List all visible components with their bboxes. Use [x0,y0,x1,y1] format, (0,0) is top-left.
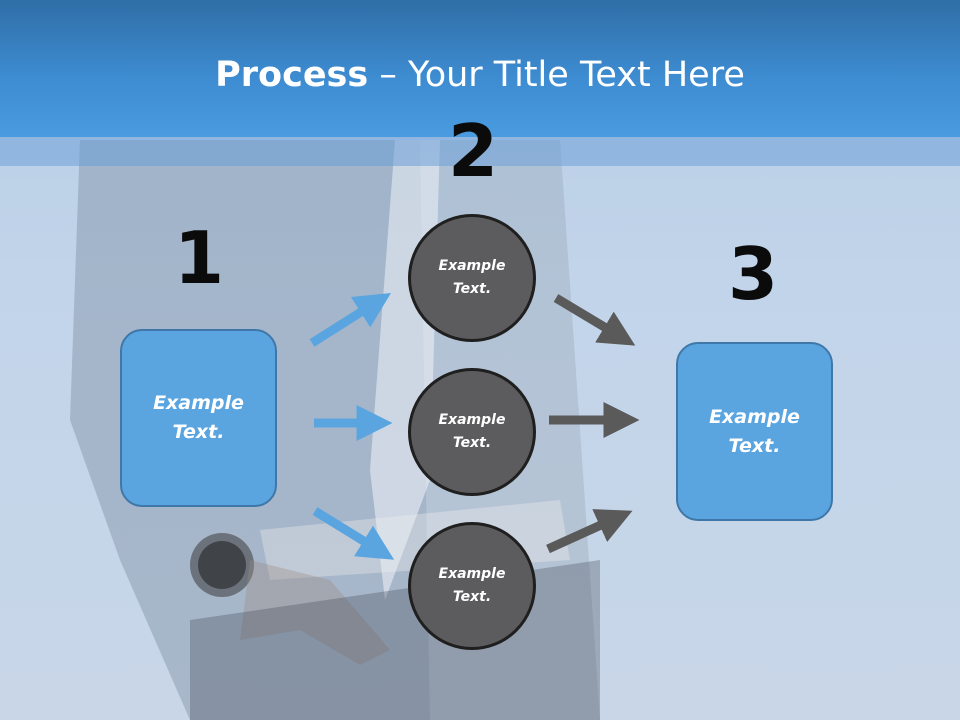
title-strip [0,137,960,166]
step-2-circle-top-text: Example Text. [438,258,506,297]
arrow-blue-up [309,292,392,347]
step-1-box: Example Text. [120,329,277,507]
step-3-box: Example Text. [676,342,833,521]
arrow-gray-down [553,294,636,346]
step-2-circle-bottom-text: Example Text. [438,566,506,605]
step-2-circle-middle-text: Example Text. [438,412,506,451]
step-3-text: Example Text. [709,405,800,457]
arrow-gray-up [546,509,633,554]
title-rest: – Your Title Text Here [368,55,745,95]
step-number-1: 1 [173,216,225,300]
arrow-blue-down [312,507,395,560]
step-number-3: 3 [727,232,779,316]
step-1-text: Example Text. [153,392,244,443]
slide-title: Process – Your Title Text Here [0,52,960,98]
step-2-circle-middle: Example Text. [408,368,536,496]
step-2-circle-top: Example Text. [408,214,536,342]
title-bold: Process [215,55,369,95]
step-2-circle-bottom: Example Text. [408,522,536,650]
title-bar [0,0,960,137]
step-number-2: 2 [447,109,499,193]
